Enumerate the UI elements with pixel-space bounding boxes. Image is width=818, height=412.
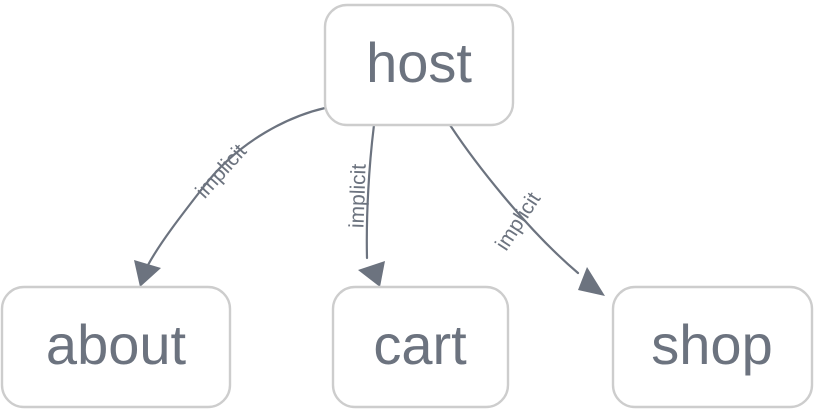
- node-cart-box: [331, 285, 510, 409]
- node-shop-label: shop: [651, 313, 772, 376]
- node-shop[interactable]: shop: [611, 285, 814, 409]
- edge-host-cart-path: [365, 123, 376, 260]
- node-cart[interactable]: cart: [331, 285, 510, 409]
- edge-host-shop-path: [448, 123, 580, 275]
- node-host[interactable]: host: [323, 3, 515, 127]
- node-cart-label: cart: [373, 313, 467, 376]
- node-host-label: host: [366, 31, 472, 94]
- edge-label-host-shop: implicit: [491, 188, 545, 254]
- edge-host-cart[interactable]: [358, 123, 385, 287]
- edge-host-about-path: [146, 106, 327, 267]
- edge-label-host-about: implicit: [191, 140, 251, 203]
- edge-host-about-arrowhead: [134, 260, 161, 287]
- node-host-box: [323, 3, 515, 127]
- edge-host-shop[interactable]: [448, 123, 605, 296]
- node-about-label: about: [46, 313, 187, 376]
- node-shop-box: [611, 285, 814, 409]
- node-about[interactable]: about: [0, 285, 232, 409]
- edge-label-host-cart: implicit: [345, 163, 370, 228]
- edge-host-shop-arrowhead: [578, 267, 605, 296]
- node-about-box: [0, 285, 232, 409]
- edge-host-cart-arrowhead: [358, 261, 385, 287]
- edge-host-about[interactable]: [134, 106, 327, 287]
